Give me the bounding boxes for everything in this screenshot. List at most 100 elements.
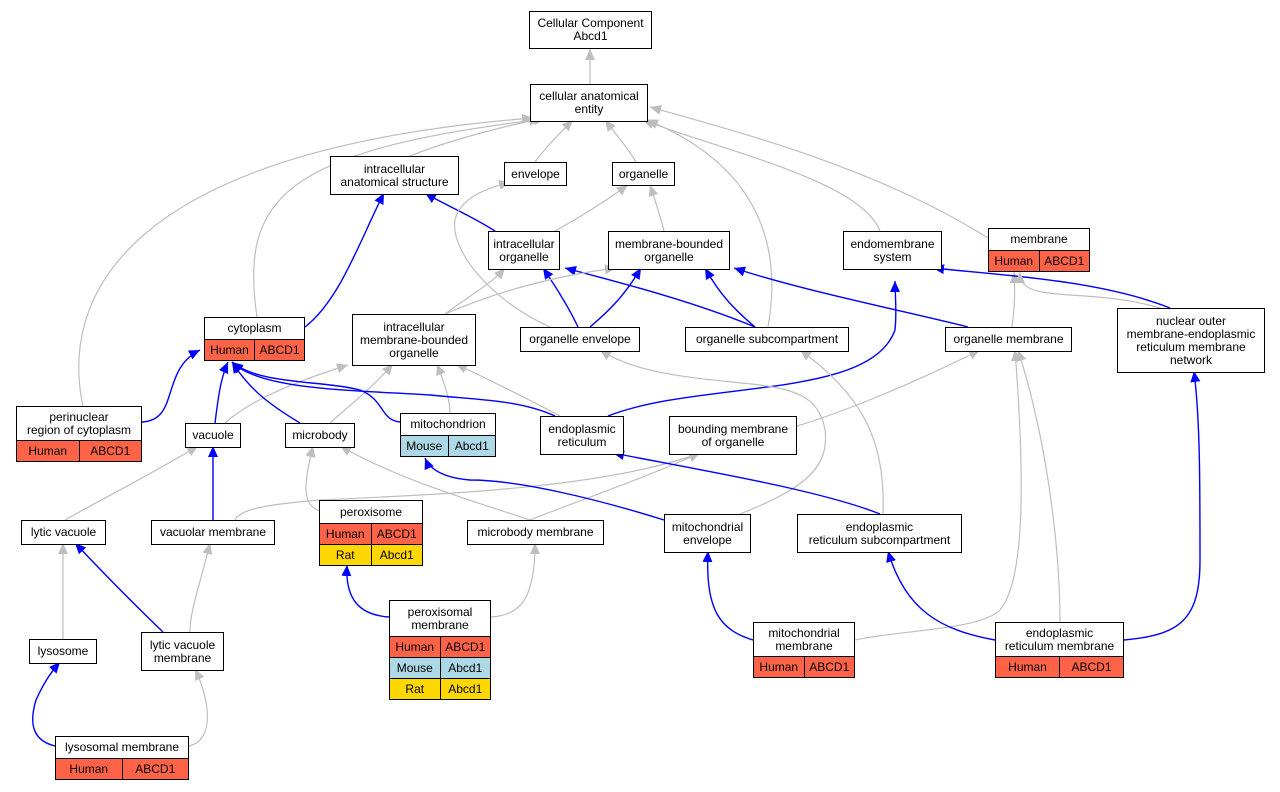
term-label: intracellular anatomical structure [340,161,449,189]
term-node-er[interactable]: endoplasmic reticulum [540,416,624,455]
term-label: perinuclear region of cytoplasm [26,409,132,437]
edge-lm-to-lyso [32,661,61,747]
term-node-mbm[interactable]: microbody membrane [467,520,604,545]
edge-mm-to-me [702,550,754,641]
edge-bmo-to-om [796,349,981,427]
edge-er-to-ems [607,280,901,417]
species-label: Human [1008,659,1047,674]
edge-cyto-to-ias [304,192,385,328]
edge-nomer-to-mem [1015,271,1161,309]
term-node-imbo[interactable]: intracellular membrane-bounded organelle [352,314,476,366]
species-label: Mouse [406,438,443,453]
gene-label: ABCD1 [1059,657,1123,677]
species-label: Rat [405,681,425,696]
term-node-io[interactable]: intracellular organelle [488,231,560,270]
term-label: lysosome [37,644,89,658]
gene-label: ABCD1 [78,441,142,461]
edge-mbm-to-mb [339,445,531,521]
annotation-row: Human ABCD1 [996,656,1123,677]
term-node-env[interactable]: envelope [504,162,567,186]
species-label: Mouse [396,660,433,675]
term-node-ems[interactable]: endomembrane system [843,231,942,270]
edge-cyto-to-cae [253,115,546,318]
gene-label: ABCD1 [1038,251,1090,271]
edge-env-to-cae [534,119,574,163]
edge-mm-to-om [854,349,1022,641]
edge-mbo-to-org [648,184,665,232]
term-node-lvm[interactable]: lytic vacuole membrane [141,632,224,671]
edge-ems-to-cae [642,119,881,232]
term-node-me[interactable]: mitochondrial envelope [664,514,751,553]
term-node-lv[interactable]: lytic vacuole [21,520,106,545]
edge-me-to-oe [599,349,827,515]
edge-er-to-cyto [231,361,556,417]
edge-imbo-to-mbo [444,264,617,315]
edge-nomer-to-ems [932,264,1171,309]
species-label: Human [994,253,1034,268]
term-label: lytic vacuole membrane [149,637,216,665]
term-node-vac[interactable]: vacuole [185,423,241,448]
term-label: endoplasmic reticulum subcompartment [808,519,951,547]
term-label: membrane-bounded organelle [614,236,724,264]
term-label: nuclear outer membrane-endoplasmic retic… [1126,313,1256,367]
term-label: organelle subcompartment [695,332,839,346]
edge-imbo-to-io [444,267,506,315]
term-node-org[interactable]: organelle [612,162,675,186]
term-label: Cellular Component Abcd1 [537,16,644,43]
term-label: peroxisomal membrane [407,604,473,632]
edge-prc-to-cyto [141,349,201,423]
edge-vac-to-imbo [224,363,349,424]
edge-me-to-mito [424,457,665,521]
gene-label: Abcd1 [447,436,496,456]
gene-label: Abcd1 [439,679,491,699]
gene-label: Abcd1 [370,545,423,565]
gene-label: Abcd1 [439,658,491,678]
term-label: microbody [292,428,348,442]
edge-vm-to-bmo [234,452,701,521]
term-label: lysosomal membrane [64,740,180,754]
species-label: Rat [335,547,355,562]
term-node-bmo[interactable]: bounding membrane of organelle [669,416,797,455]
edge-osc-to-io [564,266,756,328]
term-node-osc[interactable]: organelle subcompartment [685,327,849,352]
term-label: cellular anatomical entity [539,89,639,116]
term-node-oe[interactable]: organelle envelope [520,327,640,352]
term-node-cae[interactable]: cellular anatomical entity [530,84,648,122]
term-label: mitochondrion [410,417,486,431]
term-node-lyso[interactable]: lysosome [29,639,97,664]
term-node-ias[interactable]: intracellular anatomical structure [330,156,459,195]
term-node-mb[interactable]: microbody [285,423,355,448]
annotation-row: Human ABCD1 [989,250,1089,271]
term-label: mitochondrial membrane [768,625,840,653]
edge-erm-to-ersc [886,550,996,641]
term-node-ersc[interactable]: endoplasmic reticulum subcompartment [797,514,962,553]
edge-io-to-ias [424,192,496,232]
term-node-mbo[interactable]: membrane-bounded organelle [608,231,730,270]
term-node-cc[interactable]: Cellular Component Abcd1 [529,11,652,49]
term-node-nomer[interactable]: nuclear outer membrane-endoplasmic retic… [1117,308,1265,373]
term-node-om[interactable]: organelle membrane [945,327,1072,352]
term-label: microbody membrane [477,525,594,539]
edge-mito-to-cyto [231,361,401,423]
edge-lvm-to-lv [74,542,164,633]
species-label: Human [759,659,799,674]
term-node-vm[interactable]: vacuolar membrane [151,520,275,545]
edge-prc-to-cae [78,113,534,407]
edge-ersc-to-er [612,450,881,515]
edge-mb-to-imbo [329,363,394,424]
